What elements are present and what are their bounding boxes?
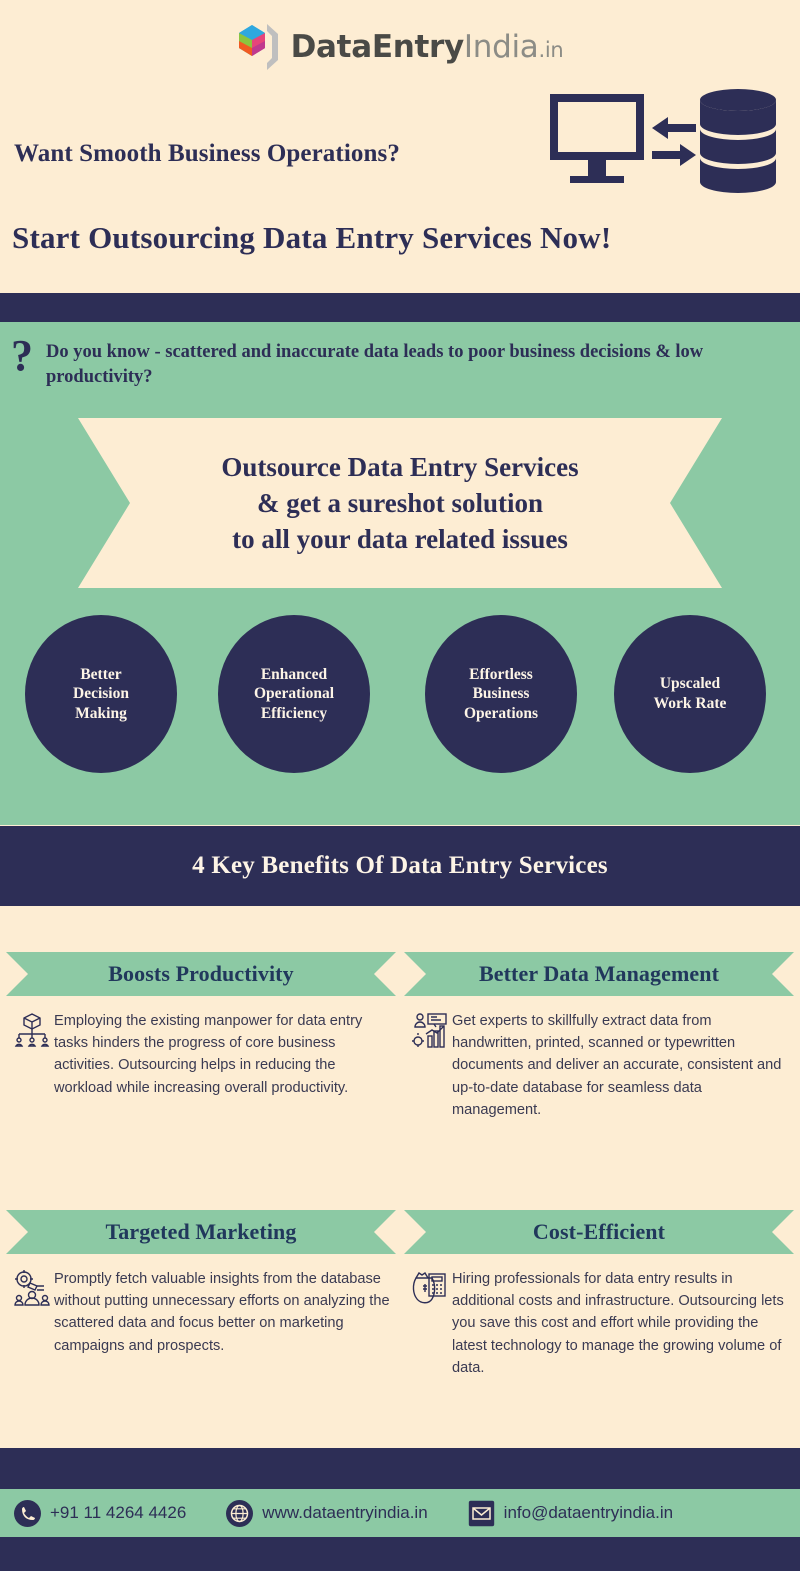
benefit-body: Get experts to skillfully extract data f…	[404, 1010, 794, 1121]
question-mark-icon: ?	[11, 331, 33, 380]
footer-contact-bar: +91 11 4264 4426 www.dataentryindia.in	[0, 1489, 800, 1537]
circle-better-decision-making: Better Decision Making	[25, 615, 177, 773]
benefit-title: Targeted Marketing	[105, 1219, 297, 1244]
money-bag-calculator-icon	[412, 1270, 448, 1306]
benefits-section: Boosts Productivity Employing the existi…	[0, 907, 800, 1448]
ribbon-text: Outsource Data Entry Services & get a su…	[78, 450, 722, 558]
brand-wordmark: DataEntryIndia.in	[290, 28, 564, 65]
benefit-text: Get experts to skillfully extract data f…	[452, 1013, 782, 1118]
circle-2-line-3: Operations	[463, 704, 539, 722]
benefit-banner: Targeted Marketing	[6, 1210, 396, 1254]
org-hierarchy-icon	[14, 1012, 50, 1048]
circle-3-line-1: Upscaled	[659, 675, 721, 693]
benefit-card-cost-efficient: Cost-Efficient Hiring professionals for …	[404, 1210, 794, 1379]
brand-name-bold: DataEntry	[290, 28, 465, 65]
target-audience-search-icon	[14, 1270, 50, 1306]
circle-enhanced-operational-efficiency: Enhanced Operational Efficiency	[218, 615, 370, 773]
footer-website[interactable]: www.dataentryindia.in	[226, 1489, 428, 1537]
footer-phone-text: +91 11 4264 4426	[50, 1503, 187, 1522]
phone-icon	[14, 1499, 41, 1527]
circle-3-line-2: Work Rate	[653, 695, 727, 712]
benefit-body: Employing the existing manpower for data…	[6, 1010, 396, 1099]
question-text: Do you know - scattered and inaccurate d…	[46, 342, 704, 387]
benefit-banner: Boosts Productivity	[6, 952, 396, 996]
ribbon-line-1: Outsource Data Entry Services	[221, 452, 579, 482]
footer-phone[interactable]: +91 11 4264 4426	[14, 1489, 186, 1537]
monitor-database-sync-icon	[548, 88, 778, 198]
circle-0-line-3: Making	[75, 704, 127, 722]
circle-1-line-2: Operational	[253, 685, 335, 703]
circle-2-line-2: Business	[472, 685, 530, 703]
benefit-text: Promptly fetch valuable insights from th…	[54, 1271, 390, 1354]
footer-email[interactable]: info@dataentryindia.in	[468, 1489, 673, 1537]
globe-icon	[226, 1499, 254, 1527]
data-analytics-chart-icon	[412, 1012, 448, 1048]
footer-email-text: info@dataentryindia.in	[503, 1503, 674, 1522]
circle-0-line-1: Better	[80, 665, 122, 683]
benefit-card-better-data-management: Better Data Management	[404, 952, 794, 1121]
circle-1-line-3: Efficiency	[260, 704, 328, 722]
benefit-banner: Better Data Management	[404, 952, 794, 996]
benefit-card-boosts-productivity: Boosts Productivity Employing the existi…	[6, 952, 396, 1099]
ribbon-banner: Outsource Data Entry Services & get a su…	[78, 418, 722, 588]
circle-upscaled-work-rate: Upscaled Work Rate	[614, 615, 766, 773]
headline-primary: Want Smooth Business Operations?	[14, 140, 400, 167]
brand-name-light: India	[463, 28, 539, 65]
circle-2-line-1: Effortless	[469, 665, 533, 683]
benefit-title: Cost-Efficient	[532, 1219, 666, 1244]
navy-divider	[0, 293, 800, 322]
benefit-circles: Better Decision Making Enhanced Operatio…	[0, 615, 800, 775]
brand-tld: .in	[538, 37, 564, 62]
benefit-card-targeted-marketing: Targeted Marketing Promptly fetch	[6, 1210, 396, 1357]
benefit-body: Promptly fetch valuable insights from th…	[6, 1268, 396, 1357]
cube-logo-icon	[237, 22, 283, 72]
benefit-text: Employing the existing manpower for data…	[54, 1013, 363, 1096]
header-section: DataEntryIndia.in Want Smooth Business O…	[0, 0, 800, 293]
benefit-banner: Cost-Efficient	[404, 1210, 794, 1254]
ribbon-line-2: & get a sureshot solution	[256, 487, 544, 518]
benefit-title: Better Data Management	[478, 961, 720, 986]
footer-website-text: www.dataentryindia.in	[262, 1503, 428, 1522]
section-title-band: 4 Key Benefits Of Data Entry Services	[0, 826, 800, 906]
headline-secondary: Start Outsourcing Data Entry Services No…	[12, 220, 612, 255]
circle-1-line-1: Enhanced	[260, 665, 328, 683]
envelope-icon	[468, 1500, 495, 1527]
circle-0-line-2: Decision	[73, 685, 129, 703]
benefit-text: Hiring professionals for data entry resu…	[452, 1271, 784, 1376]
section-title: 4 Key Benefits Of Data Entry Services	[192, 852, 608, 879]
brand-logo[interactable]: DataEntryIndia.in	[0, 22, 800, 72]
benefit-title: Boosts Productivity	[108, 961, 294, 986]
circle-effortless-business-operations: Effortless Business Operations	[425, 615, 577, 773]
ribbon-line-3: to all your data related issues	[232, 523, 568, 554]
benefit-body: Hiring professionals for data entry resu…	[404, 1268, 794, 1379]
